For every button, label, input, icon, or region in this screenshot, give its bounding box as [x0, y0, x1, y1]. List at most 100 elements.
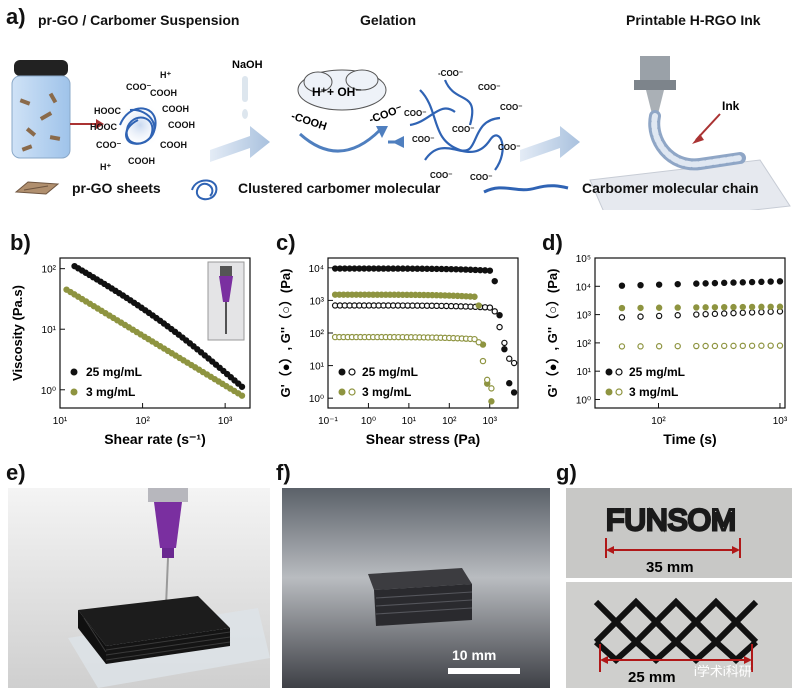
- legend-clustered-carbomer: Clustered carbomer molecular: [238, 180, 441, 196]
- x-axis-label: Shear rate (s⁻¹): [104, 431, 206, 447]
- y-tick-label: 10⁵: [576, 254, 591, 265]
- cooh-label: -COOH: [290, 110, 329, 133]
- svg-text:COO⁻: COO⁻: [498, 143, 520, 152]
- panel-a-title-suspension: pr-GO / Carbomer Suspension: [38, 12, 240, 28]
- photo-funsom: FUNSOM 35 mm: [566, 488, 792, 578]
- svg-text:COOH: COOH: [162, 104, 189, 114]
- panel-d-label: d): [542, 230, 563, 255]
- svg-text:H⁺: H⁺: [100, 162, 111, 172]
- data-point: [655, 312, 663, 320]
- x-tick-label: 10²: [651, 416, 666, 427]
- data-point: [758, 342, 765, 349]
- data-point: [486, 304, 494, 311]
- coo-label: -COO⁻: [368, 103, 405, 126]
- x-axis-label: Shear stress (Pa): [366, 431, 480, 447]
- svg-text:COOH: COOH: [128, 156, 155, 166]
- ion-cloud: H⁺+ OH⁻: [297, 69, 387, 111]
- svg-text:H⁺: H⁺: [160, 70, 171, 80]
- data-point: [739, 303, 746, 311]
- data-point: [618, 314, 626, 321]
- x-tick-label: 10²: [135, 416, 150, 427]
- printed-block-f: [368, 568, 473, 626]
- panel-e-label: e): [6, 460, 26, 485]
- x-tick-label: 10⁰: [361, 416, 376, 427]
- ink-label: Ink: [722, 99, 740, 113]
- svg-text:COO⁻: COO⁻: [470, 173, 492, 182]
- data-point: [748, 278, 756, 286]
- y-tick-label: 10¹: [577, 367, 592, 378]
- y-tick-label: 10⁰: [309, 394, 324, 405]
- ion-text: H⁺+ OH⁻: [312, 85, 362, 99]
- x-axis-label: Time (s): [663, 431, 716, 447]
- data-point: [730, 303, 737, 311]
- panel-b-label: b): [10, 230, 31, 255]
- printed-block-e: [78, 596, 231, 664]
- data-point: [488, 398, 495, 405]
- naoh-label: NaOH: [232, 59, 263, 71]
- data-point: [510, 359, 518, 367]
- data-point: [693, 280, 700, 287]
- data-point: [730, 342, 737, 350]
- data-point: [739, 309, 746, 316]
- data-point: [496, 323, 503, 331]
- data-point: [776, 303, 784, 310]
- data-point: [637, 313, 644, 320]
- panel-a-title-ink: Printable H-RGO Ink: [626, 12, 761, 28]
- y-tick-label: 10¹: [310, 362, 325, 373]
- data-point: [475, 302, 482, 309]
- data-point: [720, 342, 728, 350]
- scale-bar: [448, 668, 520, 674]
- data-point: [655, 281, 663, 288]
- legend-label: 3 mg/mL: [629, 385, 678, 399]
- data-point: [471, 293, 478, 300]
- legend-marker: [605, 388, 613, 396]
- data-point: [674, 280, 681, 288]
- data-point: [674, 342, 681, 350]
- legend-label: 25 mg/mL: [86, 365, 142, 379]
- data-point: [693, 311, 700, 318]
- y-tick-label: 10³: [310, 296, 325, 307]
- data-point: [702, 280, 709, 287]
- data-point: [702, 342, 709, 350]
- data-point: [483, 376, 491, 384]
- data-point: [730, 279, 737, 286]
- legend-marker: [615, 368, 623, 376]
- data-point: [674, 304, 681, 311]
- data-point: [739, 342, 746, 350]
- data-point: [618, 343, 626, 350]
- panel-a-title-gelation: Gelation: [360, 12, 417, 28]
- data-point: [637, 281, 644, 289]
- x-tick-label: 10³: [218, 416, 233, 427]
- data-point: [501, 339, 508, 347]
- panel-g-label: g): [556, 460, 577, 485]
- dim-35mm: 35 mm: [646, 559, 694, 576]
- panel-a-legend: pr-GO sheets Clustered carbomer molecula…: [0, 174, 800, 204]
- data-point: [702, 310, 709, 318]
- y-axis-label: G'（●）, G''（○）(Pa): [545, 269, 560, 398]
- data-point: [491, 277, 498, 285]
- data-point: [238, 392, 246, 399]
- svg-text:COO⁻: COO⁻: [430, 171, 452, 180]
- data-point: [720, 310, 728, 317]
- y-tick-label: 10²: [577, 339, 592, 350]
- photo-block: 10 mm: [282, 488, 550, 688]
- legend-marker: [338, 388, 346, 396]
- y-tick-label: 10³: [577, 311, 592, 322]
- data-point: [711, 310, 719, 318]
- data-point: [655, 343, 663, 350]
- data-point: [693, 342, 700, 350]
- printer-nozzle: Ink: [589, 56, 791, 210]
- legend-marker: [70, 368, 78, 376]
- expanded-chains: [409, 79, 504, 171]
- dim-25mm: 25 mm: [628, 669, 676, 686]
- y-tick-label: 10²: [310, 329, 325, 340]
- data-point: [655, 304, 663, 311]
- data-point: [776, 278, 784, 285]
- svg-text:COO⁻: COO⁻: [452, 125, 474, 134]
- legend-pr-go-sheets: pr-GO sheets: [72, 180, 161, 196]
- data-point: [758, 308, 765, 316]
- legend-label: 3 mg/mL: [362, 385, 411, 399]
- data-point: [475, 339, 482, 346]
- svg-text:COOH: COOH: [150, 88, 177, 98]
